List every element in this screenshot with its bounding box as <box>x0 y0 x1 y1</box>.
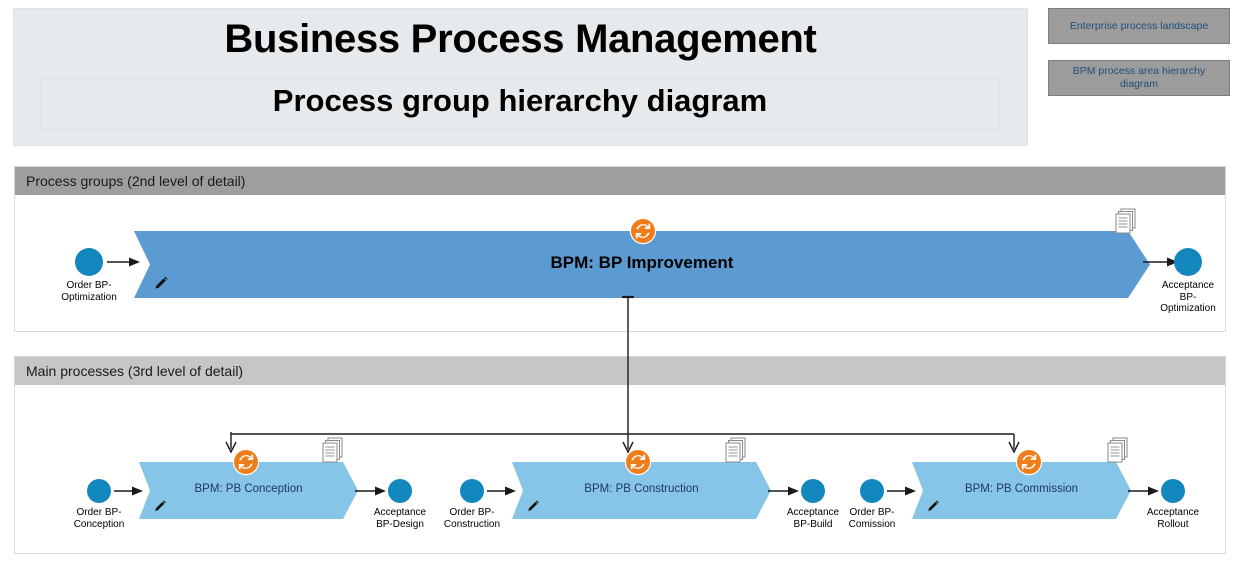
arrow-process-to-end-bp-design <box>355 486 386 496</box>
subtitle-box: Process group hierarchy diagram <box>40 78 1000 130</box>
start-event-order-bp-conception[interactable] <box>87 479 111 503</box>
title-panel: Business Process Management Process grou… <box>13 8 1028 146</box>
process-shape <box>912 462 1131 519</box>
start-event-label-order-bp-comission: Order BP- Comission <box>848 507 896 530</box>
start-event-order-bp-optimization[interactable] <box>75 248 103 276</box>
section-header-process-groups: Process groups (2nd level of detail) <box>15 167 1225 195</box>
end-event-acceptance-bp-build[interactable] <box>801 479 825 503</box>
cycle-icon[interactable] <box>1015 448 1043 476</box>
start-event-label-order-bp-optimization: Order BP- Optimization <box>61 280 117 303</box>
page-title: Business Process Management <box>224 17 817 61</box>
cycle-icon[interactable] <box>232 448 260 476</box>
pencil-icon[interactable] <box>153 275 169 291</box>
arrow-process-to-end-rollout <box>1128 486 1159 496</box>
cycle-icon[interactable] <box>624 448 652 476</box>
nav-button-enterprise-process-landscape[interactable]: Enterprise process landscape <box>1048 8 1230 44</box>
process-shape <box>134 231 1150 298</box>
arrow-start-to-process <box>107 257 140 267</box>
pencil-icon[interactable] <box>153 499 167 513</box>
end-event-label-acceptance-bp-build: Acceptance BP-Build <box>786 507 840 530</box>
process-shape <box>512 462 771 519</box>
documents-icon[interactable] <box>1105 437 1131 467</box>
documents-icon[interactable] <box>723 437 749 467</box>
cycle-icon[interactable] <box>629 217 657 245</box>
end-event-label-acceptance-rollout: Acceptance Rollout <box>1146 507 1200 530</box>
end-event-acceptance-bp-design[interactable] <box>388 479 412 503</box>
section-main-processes: Main processes (3rd level of detail) Ord… <box>14 356 1226 554</box>
section-header-main-processes: Main processes (3rd level of detail) <box>15 357 1225 385</box>
end-event-label-acceptance-bp-design: Acceptance BP-Design <box>373 507 427 530</box>
arrow-process-to-end <box>1143 257 1178 267</box>
arrow-start-to-process-conception <box>114 486 143 496</box>
end-event-acceptance-bp-optimization[interactable] <box>1174 248 1202 276</box>
process-shape <box>139 462 358 519</box>
pencil-icon[interactable] <box>926 499 940 513</box>
page-subtitle: Process group hierarchy diagram <box>272 83 768 118</box>
documents-icon[interactable] <box>1113 208 1139 238</box>
end-event-label-acceptance-bp-optimization: Acceptance BP- Optimization <box>1160 280 1216 314</box>
arrow-process-to-end-bp-build <box>768 486 799 496</box>
arrow-start-to-process-construction <box>487 486 516 496</box>
nav-button-bpm-process-area-hierarchy-diagram[interactable]: BPM process area hierarchy diagram <box>1048 60 1230 96</box>
start-event-label-order-bp-conception: Order BP- Conception <box>73 507 125 530</box>
section-process-groups: Process groups (2nd level of detail) Ord… <box>14 166 1226 332</box>
start-event-order-bp-comission[interactable] <box>860 479 884 503</box>
arrow-start-to-process-commission <box>887 486 916 496</box>
documents-icon[interactable] <box>320 437 346 467</box>
end-event-acceptance-rollout[interactable] <box>1161 479 1185 503</box>
pencil-icon[interactable] <box>526 499 540 513</box>
start-event-order-bp-construction[interactable] <box>460 479 484 503</box>
start-event-label-order-bp-construction: Order BP- Construction <box>443 507 501 530</box>
